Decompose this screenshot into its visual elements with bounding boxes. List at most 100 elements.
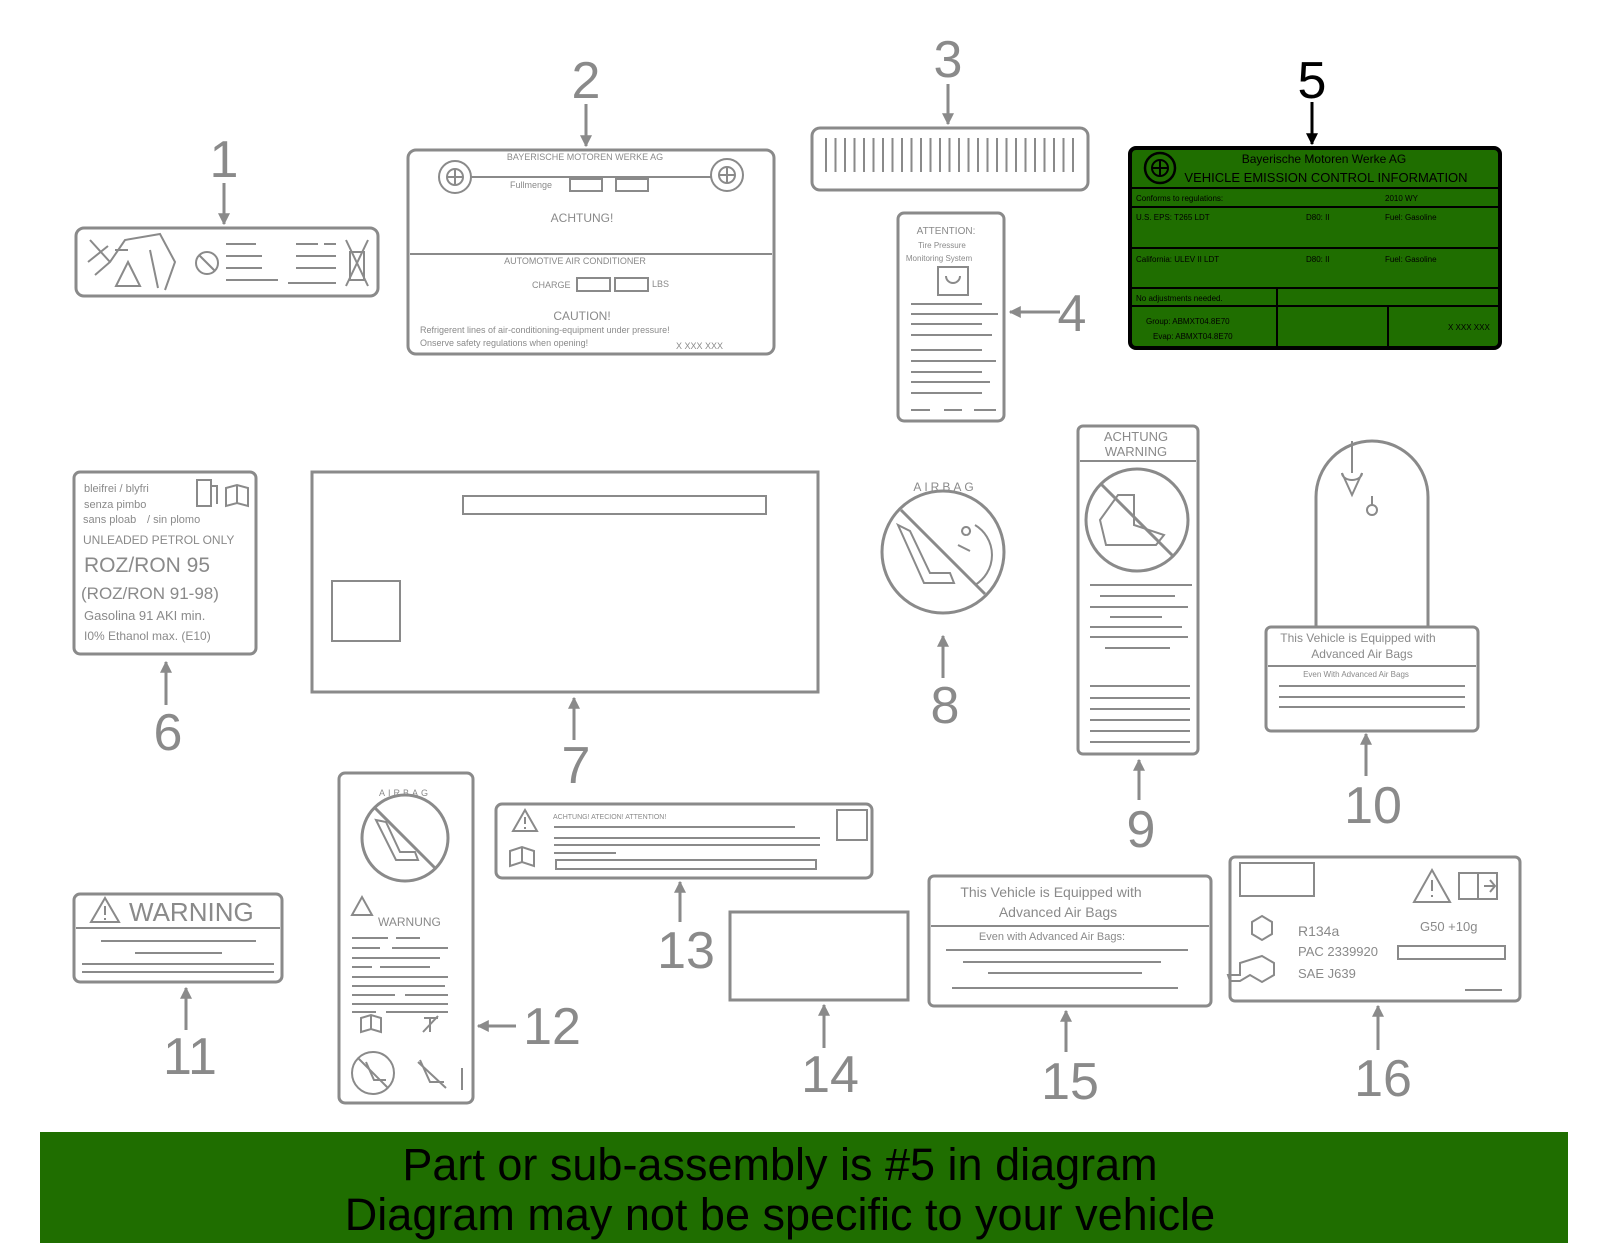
warning-triangle-icon (350, 894, 374, 916)
oil-can-icon (1226, 954, 1275, 984)
callout-11[interactable]: 11 (163, 1028, 217, 1086)
label6-l3: sans ploab (83, 514, 136, 526)
part-3-label[interactable]: 3 (810, 31, 1090, 192)
label2-ac: AUTOMOTIVE AIR CONDITIONER (504, 256, 646, 266)
label5-maker: Bayerische Motoren Werke AG (1242, 152, 1407, 166)
label16-sae: SAE J639 (1298, 966, 1356, 981)
label5-d80-a: D80: II (1306, 213, 1330, 222)
part-2-label[interactable]: 2 BAYERISCHE MOTOREN WERKE AG Fullmenge … (406, 52, 776, 356)
no-child-seat-icon (365, 1061, 386, 1081)
label2-lbs: LBS (652, 279, 669, 289)
label6-l5: ROZ/RON 95 (84, 554, 210, 577)
warning-triangle-icon (1412, 867, 1452, 903)
part-10-airbag-tag[interactable]: This Vehicle is Equipped with Advanced A… (1264, 439, 1480, 835)
label5-code: X XXX XXX (1448, 323, 1490, 332)
label2-charge: CHARGE (532, 280, 571, 290)
label16-g50: G50 +10g (1420, 919, 1477, 934)
info-banner: Part or sub-assembly is #5 in diagram Di… (40, 1132, 1568, 1243)
label10-l2: Advanced Air Bags (1311, 647, 1412, 661)
label4-attention: ATTENTION: (917, 226, 976, 237)
label5-ca: California: ULEV II LDT (1136, 255, 1219, 264)
part-12-airbag-label[interactable]: AIRBAG WARNUNG 12 (337, 771, 581, 1105)
banner-line-2: Diagram may not be specific to your vehi… (344, 1189, 1216, 1240)
label5-fuel-b: Fuel: Gasoline (1385, 255, 1437, 264)
label5-title: VEHICLE EMISSION CONTROL INFORMATION (1184, 170, 1467, 185)
child-seat-icon (374, 818, 420, 861)
warning-triangle-icon (511, 807, 539, 832)
label10-l1: This Vehicle is Equipped with (1280, 631, 1435, 645)
part-7-label[interactable]: 7 (310, 470, 820, 795)
label4-line1: Tire Pressure (918, 241, 966, 250)
callout-13[interactable]: 13 (657, 922, 715, 980)
label2-line1: Refrigerent lines of air-conditioning-eq… (420, 325, 670, 335)
label6-l2: senza pimbo (84, 499, 146, 511)
text-lines (1090, 584, 1192, 743)
label5-us: U.S. EPS: T265 LDT (1136, 213, 1210, 222)
label5-group: Group: ABMXT04.8E70 (1146, 317, 1230, 326)
label5-fuel-a: Fuel: Gasoline (1385, 213, 1437, 222)
label6-l4: UNLEADED PETROL ONLY (83, 533, 234, 547)
label2-code: X XXX XXX (676, 341, 723, 351)
label2-maker: BAYERISCHE MOTOREN WERKE AG (507, 152, 663, 162)
barcode-icon (825, 138, 1074, 172)
callout-4[interactable]: 4 (1058, 285, 1087, 343)
label13-l1: ACHTUNG! ATECION! ATTENTION! (553, 814, 666, 821)
callout-12[interactable]: 12 (523, 998, 581, 1056)
label10-l3: Even With Advanced Air Bags (1303, 670, 1409, 679)
banner-line-1: Part or sub-assembly is #5 in diagram (402, 1139, 1158, 1190)
label8-airbag: AIRBAG (913, 480, 976, 494)
callout-6[interactable]: 6 (154, 704, 183, 762)
warning-triangle-icon (89, 896, 121, 923)
label6-l1: bleifrei / blyfri (84, 483, 149, 495)
callout-5[interactable]: 5 (1298, 52, 1327, 110)
part-6-fuel-label[interactable]: bleifrei / blyfri senza pimbo sans ploab… (72, 470, 258, 762)
part-1-label[interactable]: 1 (74, 131, 380, 298)
part-8-airbag-label[interactable]: AIRBAG 8 (880, 480, 1006, 735)
label5-year: 2010 WY (1385, 194, 1419, 203)
label6-l6: (ROZ/RON 91-98) (81, 584, 219, 603)
part-5-emission-label[interactable]: 5 Bayerische Motoren Werke AG VEHICLE EM… (1128, 52, 1502, 350)
manual-book-icon (509, 845, 535, 868)
callout-2[interactable]: 2 (572, 52, 601, 110)
label15-l1: This Vehicle is Equipped with (960, 884, 1141, 900)
callout-3[interactable]: 3 (934, 31, 963, 89)
label15-l3: Even with Advanced Air Bags: (979, 931, 1125, 943)
text-lines (911, 303, 998, 411)
manual-book-icon (360, 1013, 382, 1034)
label16-r134a: R134a (1298, 923, 1339, 939)
callout-10[interactable]: 10 (1344, 777, 1402, 835)
callout-1[interactable]: 1 (210, 131, 239, 189)
label6-l7: Gasolina 91 AKI min. (84, 608, 205, 623)
label2-fill: Fullmenge (510, 180, 552, 190)
bmw-logo-icon (1143, 151, 1177, 185)
callout-8[interactable]: 8 (931, 677, 960, 735)
part-16-ac-label[interactable]: R134a G50 +10g PAC 2339920 SAE J639 16 (1226, 855, 1522, 1108)
part-15-airbag-label[interactable]: This Vehicle is Equipped with Advanced A… (927, 874, 1213, 1111)
callout-9[interactable]: 9 (1127, 801, 1156, 859)
label5-conforms: Conforms to regulations: (1136, 194, 1223, 203)
callout-15[interactable]: 15 (1041, 1053, 1099, 1111)
label12-airbag: AIRBAG (379, 788, 431, 798)
label12-warnung: WARNUNG (378, 915, 441, 929)
label16-pac: PAC 2339920 (1298, 944, 1378, 959)
parts-diagram: 1 2 BAYERISCHE MOTOREN WERKE (72, 31, 1522, 1111)
no-child-seat-icon-2 (417, 1059, 447, 1089)
label6-l3b: / sin plomo (147, 514, 200, 526)
fuel-pump-icon (196, 479, 218, 507)
label9-l1: ACHTUNG (1104, 429, 1168, 444)
part-11-warning-label[interactable]: WARNING 11 (72, 892, 284, 1086)
label6-l8: I0% Ethanol max. (E10) (84, 629, 211, 643)
warning-pictogram-icon (87, 232, 369, 291)
hex-bolt-icon (1251, 914, 1273, 942)
callout-7[interactable]: 7 (562, 737, 591, 795)
label5-d80-b: D80: II (1306, 255, 1330, 264)
part-13-label[interactable]: ACHTUNG! ATECION! ATTENTION! 13 (494, 802, 874, 980)
part-9-warning-label[interactable]: ACHTUNG WARNING 9 (1076, 424, 1200, 859)
label9-l2: WARNING (1105, 444, 1167, 459)
callout-14[interactable]: 14 (801, 1046, 859, 1104)
airbag-child-icon (1098, 494, 1166, 546)
callout-16[interactable]: 16 (1354, 1050, 1412, 1108)
label5-evap: Evap: ABMXT04.8E70 (1153, 332, 1233, 341)
part-14-label[interactable]: 14 (728, 910, 910, 1104)
part-4-label[interactable]: ATTENTION: Tire Pressure Monitoring Syst… (896, 211, 1087, 423)
